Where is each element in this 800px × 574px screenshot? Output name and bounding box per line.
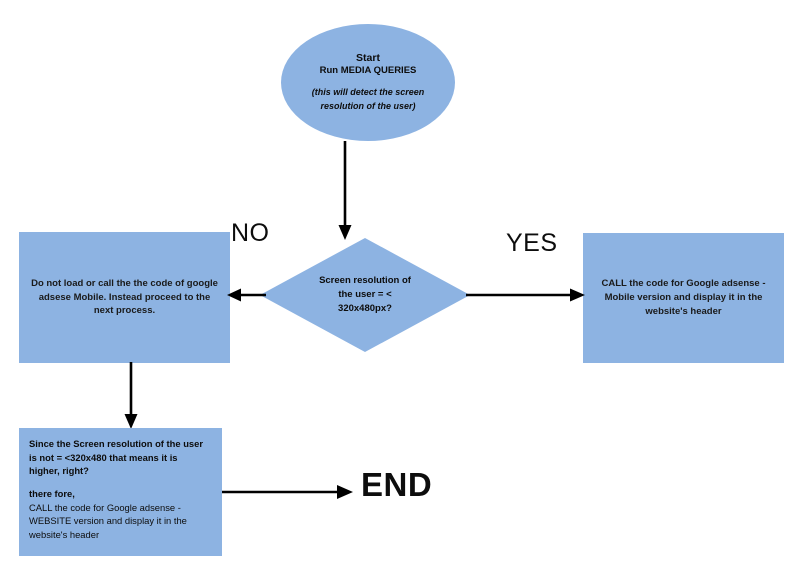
right-process-text: CALL the code for Google adsense - Mobil… xyxy=(601,278,766,317)
edge-label-no: NO xyxy=(231,219,270,247)
bottom-line-1: Since the Screen resolution of the user xyxy=(29,438,204,449)
start-title: Start xyxy=(356,52,380,64)
node-end-label: END xyxy=(361,466,433,503)
node-right-process[interactable]: CALL the code for Google adsense - Mobil… xyxy=(583,233,784,363)
edge-label-yes: YES xyxy=(506,229,558,257)
edge-decision-to-right xyxy=(466,284,586,306)
node-decision[interactable]: Screen resolution of the user = < 320x48… xyxy=(260,238,470,352)
start-subtitle: Run MEDIA QUERIES xyxy=(319,65,417,76)
edge-start-to-decision xyxy=(330,141,360,241)
node-left-process[interactable]: Do not load or call the the code of goog… xyxy=(19,232,230,363)
node-start[interactable]: Start Run MEDIA QUERIES (this will detec… xyxy=(281,24,455,141)
bottom-line-6: WEBSITE version and display it in the xyxy=(29,515,187,527)
edge-left-to-bottom xyxy=(118,362,144,430)
bottom-line-5: CALL the code for Google adsense - xyxy=(29,501,181,513)
bottom-line-7: website's header xyxy=(29,528,100,540)
bottom-line-2: is not = <320x480 that means it is xyxy=(29,451,178,463)
edge-decision-to-left xyxy=(226,284,266,306)
bottom-process-text: Since the Screen resolution of the user … xyxy=(29,437,203,541)
bottom-line-3: higher, right? xyxy=(29,465,89,477)
left-process-text: Do not load or call the the code of goog… xyxy=(31,277,218,317)
decision-label: Screen resolution of the user = < 320x48… xyxy=(319,274,411,315)
start-note: (this will detect the screen resolution … xyxy=(311,87,425,111)
edge-bottom-to-end xyxy=(222,481,354,503)
bottom-line-4: there fore, xyxy=(29,487,75,499)
node-bottom-process[interactable]: Since the Screen resolution of the user … xyxy=(19,428,222,556)
bottom-spacer xyxy=(29,478,203,487)
